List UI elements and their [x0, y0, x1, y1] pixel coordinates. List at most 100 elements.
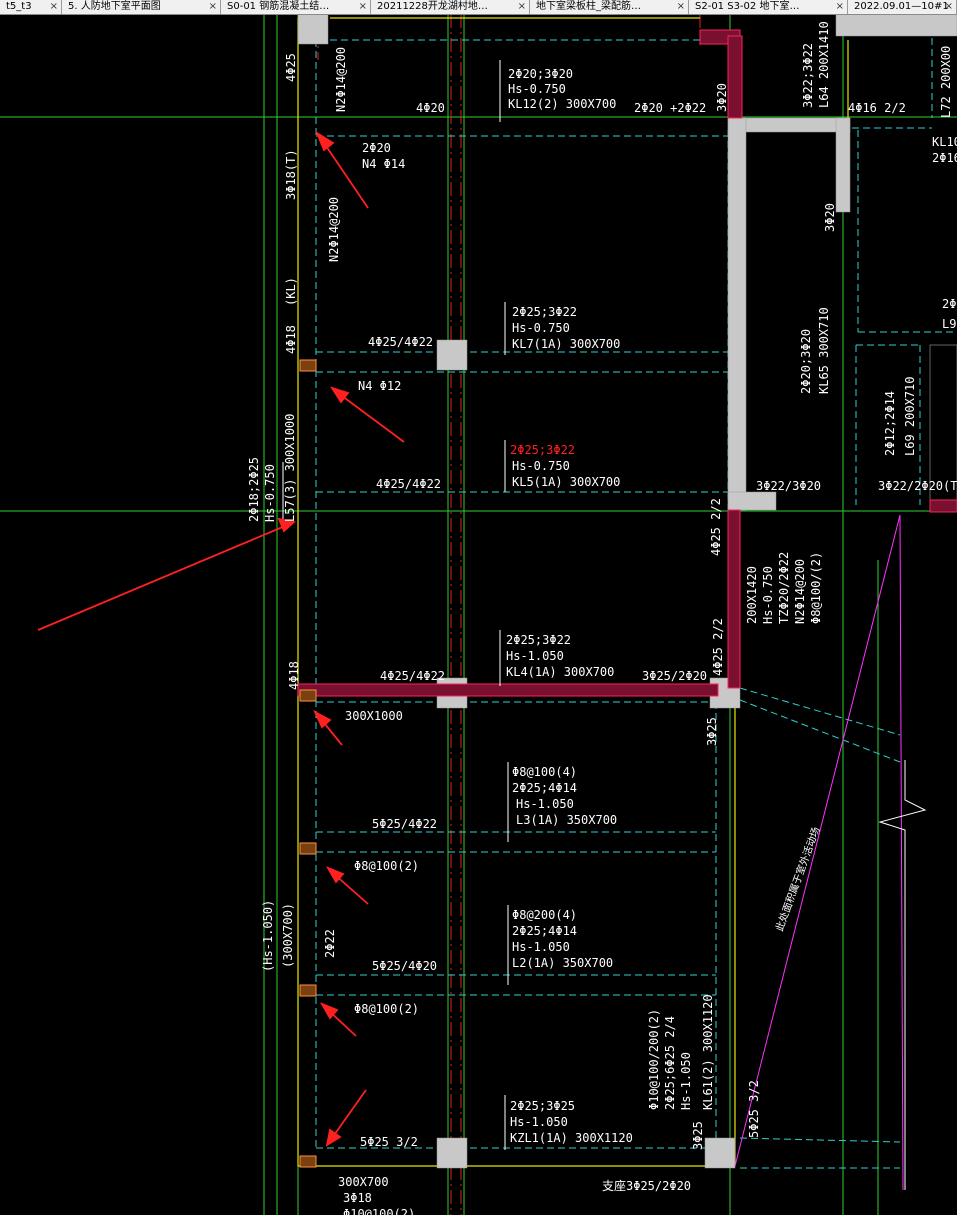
annotation-top-right-bar: 2Φ20 +2Φ22 [634, 101, 706, 115]
annotation-300x1000: 300X1000 [345, 709, 403, 723]
document-tab[interactable]: 2022.09.01—10#1× [848, 0, 957, 14]
v-annotation-4f25: 4Φ25 [284, 53, 298, 82]
annotation-kl5-bottom: 4Φ25/4Φ22 [376, 477, 441, 491]
annotation-n4-mid: N4 Φ12 [358, 379, 401, 393]
v-annotation-300x700: (300X700) [281, 903, 295, 968]
v-annotation-l72: L72 200X00 [939, 46, 953, 118]
annotation-l3-line3: Hs-1.050 [516, 797, 574, 811]
hatch-small [299, 842, 317, 855]
red-arrows [37, 130, 405, 1147]
arrow-head [329, 386, 350, 404]
annotation-kl4-line2: Hs-1.050 [506, 649, 564, 663]
hatch-small [299, 689, 317, 702]
annotation-kl10: KL10 [932, 135, 957, 149]
annotation-kzl1-line2: Hs-1.050 [510, 1115, 568, 1129]
annotation-bottom-3f18: 3Φ18 [343, 1191, 372, 1205]
tab-close-icon[interactable]: × [49, 1, 58, 12]
annotation-l2-line4: L2(1A) 350X700 [512, 956, 613, 970]
annotation-l3-line1: Φ8@100(4) [512, 765, 577, 779]
column [436, 1137, 468, 1169]
document-tab[interactable]: 地下室梁板柱_梁配筋…× [530, 0, 689, 14]
annotation-l3-line4: L3(1A) 350X700 [516, 813, 617, 827]
v-annotation-hs1050: (Hs-1.050) [261, 900, 275, 972]
annotation-bottom-right-bar: 支座3Φ25/2Φ20 [602, 1178, 691, 1193]
annotation-l9-fragment: L9 [942, 317, 956, 331]
document-tab[interactable]: 5. 人防地下室平面图 × [62, 0, 221, 14]
v-annotation-l64-line1: 3Φ22;3Φ22 [801, 43, 815, 108]
tab-close-icon[interactable]: × [358, 1, 367, 12]
tab-close-icon[interactable]: × [517, 1, 526, 12]
annotation-stirrup-b: Φ8@100(2) [354, 1002, 419, 1016]
annotation-kl4-right: 3Φ25/2Φ20 [642, 669, 707, 683]
v-annotation-5f25: 5Φ25 3/2 [747, 1080, 761, 1138]
leader-lines [282, 60, 509, 1150]
annotation-2f16: 2Φ16 [932, 151, 957, 165]
v-annotation-n2-mid: N2Φ14@200 [327, 197, 341, 262]
arrow-shaft [321, 139, 369, 209]
annotation-kl5-line2: Hs-0.750 [512, 459, 570, 473]
v-annotation-l64-line2: L64 200X1410 [817, 21, 831, 108]
document-tab-bar: t5_t3×5. 人防地下室平面图×S0-01 钢筋混凝土结…×20211228… [0, 0, 957, 15]
arrow-head [325, 866, 345, 884]
tab-close-icon[interactable]: × [676, 1, 685, 12]
hatch-small [299, 1155, 317, 1168]
v-annotation-4f18-b: 4Φ18 [287, 661, 301, 690]
arrow-head [319, 1002, 339, 1020]
v-annotation-wall-line4: N2Φ14@200 [793, 559, 807, 624]
v-annotation-wall-line1: 200X1420 [745, 566, 759, 624]
v-annotation-4f18: 4Φ18 [284, 325, 298, 354]
wall [727, 117, 747, 511]
arrow-head [325, 1128, 342, 1147]
hatch-band [727, 35, 743, 119]
v-annotation-kl61-line1: Φ10@100/200(2) [647, 1009, 661, 1110]
annotation-stirrup-a: Φ8@100(2) [354, 859, 419, 873]
magenta-line [899, 514, 904, 1191]
arrow-head [315, 130, 335, 152]
v-annotation-3f25-low: 3Φ25 [705, 717, 719, 746]
annotation-kzl1-line1: 2Φ25;3Φ25 [510, 1099, 575, 1113]
v-annotation-2f22: 2Φ22 [323, 929, 337, 958]
document-tab[interactable]: S0-01 钢筋混凝土结…× [221, 0, 371, 14]
v-annotation-kl65-line1: 2Φ20;3Φ20 [799, 329, 813, 394]
v-annotation-kl61-line4: KL61(2) 300X1120 [701, 994, 715, 1110]
tab-close-icon[interactable]: × [208, 1, 217, 12]
tab-close-icon[interactable]: × [835, 1, 844, 12]
tab-close-icon[interactable]: × [944, 1, 953, 12]
hatch-band [727, 509, 741, 689]
hatch-band [929, 499, 957, 513]
v-annotation-4f25-22b: 4Φ25 2/2 [711, 618, 725, 676]
v-annotation-wall-line5: Φ8@100/(2) [809, 552, 823, 624]
v-annotation-l57-line2: Hs-0.750 [263, 464, 277, 522]
document-tab[interactable]: 20211228开龙湖村地… × [371, 0, 530, 14]
annotations: 2Φ20;3Φ20 Hs-0.750 KL12(2) 300X700 4Φ20 … [338, 67, 957, 1215]
wall [835, 13, 957, 37]
arrow-shaft [331, 1089, 367, 1139]
hatch-band [297, 683, 719, 697]
wall [727, 117, 851, 133]
v-annotation-3f25-btm: 3Φ25 [691, 1121, 705, 1150]
v-annotation-kl61-line3: Hs-1.050 [679, 1052, 693, 1110]
hatch-small [299, 359, 317, 372]
v-annotation-wall-line3: TZΦ20/2Φ22 [777, 552, 791, 624]
annotation-kzl1-line3: KZL1(1A) 300X1120 [510, 1131, 633, 1145]
annotation-kl7-line3: KL7(1A) 300X700 [512, 337, 620, 351]
v-annotation-3f20-r: 3Φ20 [823, 203, 837, 232]
annotation-l2-line1: Φ8@200(4) [512, 908, 577, 922]
document-tab[interactable]: S2-01 S3-02 地下室… × [689, 0, 848, 14]
column [704, 1137, 736, 1169]
beam-edge [739, 1137, 901, 1143]
annotation-kl12-line1: 2Φ20;3Φ20 [508, 67, 573, 81]
document-tab-label: S2-01 S3-02 地下室… [695, 1, 800, 12]
beam-edge [739, 699, 901, 763]
v-annotation-4f25-22: 4Φ25 2/2 [709, 498, 723, 556]
arrow-shaft [337, 392, 405, 443]
document-tab-label: 5. 人防地下室平面图 [68, 1, 161, 12]
column [297, 13, 329, 45]
v-annotation-l69-line2: L69 200X710 [903, 377, 917, 456]
annotation-3f22-3f20: 3Φ22/3Φ20 [756, 479, 821, 493]
v-annotation-kl61-line2: 2Φ25;6Φ25 2/4 [663, 1016, 677, 1110]
annotation-l2-bottom: 5Φ25/4Φ20 [372, 959, 437, 973]
document-tab[interactable]: t5_t3× [0, 0, 62, 14]
document-tab-label: 20211228开龙湖村地… [377, 1, 488, 12]
